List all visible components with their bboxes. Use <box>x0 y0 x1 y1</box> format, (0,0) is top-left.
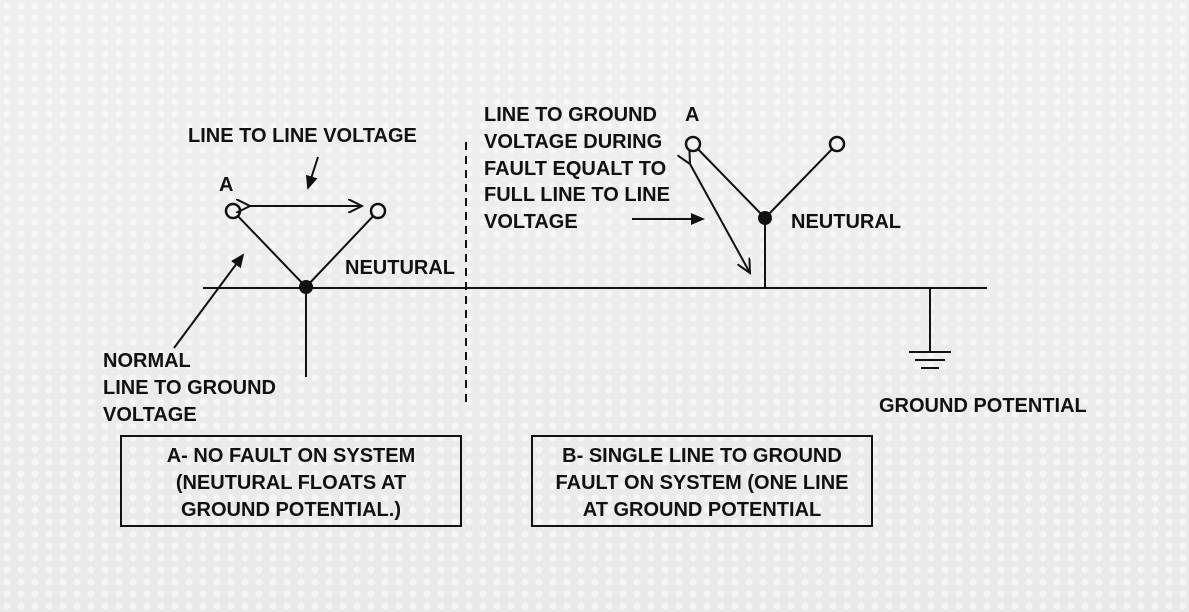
fault-voltage-label-line-2: VOLTAGE DURING <box>484 131 662 153</box>
neutral-label-a: NEUTURAL <box>345 257 455 279</box>
normal-voltage-label-line-3: VOLTAGE <box>103 404 197 426</box>
fault-voltage-label-line-1: LINE TO GROUND <box>484 104 657 126</box>
caption-a-line-2: (NEUTURAL FLOATS AT <box>176 472 406 494</box>
terminal-a <box>224 202 242 220</box>
panel-b: LINE TO GROUND VOLTAGE DURING FAULT EQUA… <box>484 104 901 527</box>
neutral-label-b: NEUTURAL <box>791 211 901 233</box>
terminal-a-label-b: A <box>685 104 699 126</box>
normal-voltage-pointer-arrow <box>173 253 245 349</box>
wye-leg-a-b <box>692 143 766 219</box>
normal-voltage-label-line-2: LINE TO GROUND <box>103 377 276 399</box>
caption-a-line-1: A- NO FAULT ON SYSTEM <box>167 445 416 467</box>
line-to-line-pointer-arrow <box>305 156 319 190</box>
caption-box-b <box>531 435 873 527</box>
line-to-line-label: LINE TO LINE VOLTAGE <box>188 125 417 147</box>
fault-voltage-arrow <box>690 164 750 273</box>
terminal-a-b <box>684 135 702 153</box>
caption-b-line-1: B- SINGLE LINE TO GROUND <box>562 445 842 467</box>
fault-voltage-label-line-4: FULL LINE TO LINE <box>484 184 670 206</box>
ground-symbol-icon <box>909 288 951 369</box>
panel-a: LINE TO LINE VOLTAGE A NEUTURAL NORMAL L… <box>103 125 462 527</box>
wye-leg-b-b <box>764 143 838 219</box>
caption-b-line-2: FAULT ON SYSTEM (ONE LINE <box>556 472 849 494</box>
normal-voltage-label-line-1: NORMAL <box>103 350 191 372</box>
neutral-point <box>299 280 313 294</box>
terminal-a-label: A <box>219 174 233 196</box>
fault-voltage-label-line-3: FAULT EQUALT TO <box>484 158 666 180</box>
ground-potential-label: GROUND POTENTIAL <box>879 395 1087 417</box>
neutral-point-b <box>758 211 772 225</box>
terminal-b <box>369 202 387 220</box>
wye-leg-a <box>232 210 307 288</box>
caption-b-line-3: AT GROUND POTENTIAL <box>583 499 822 521</box>
terminal-b-b <box>828 135 846 153</box>
fault-voltage-label-line-5: VOLTAGE <box>484 211 578 233</box>
caption-box-a <box>120 435 462 527</box>
caption-a-line-3: GROUND POTENTIAL.) <box>181 499 401 521</box>
wye-leg-b <box>305 210 379 288</box>
